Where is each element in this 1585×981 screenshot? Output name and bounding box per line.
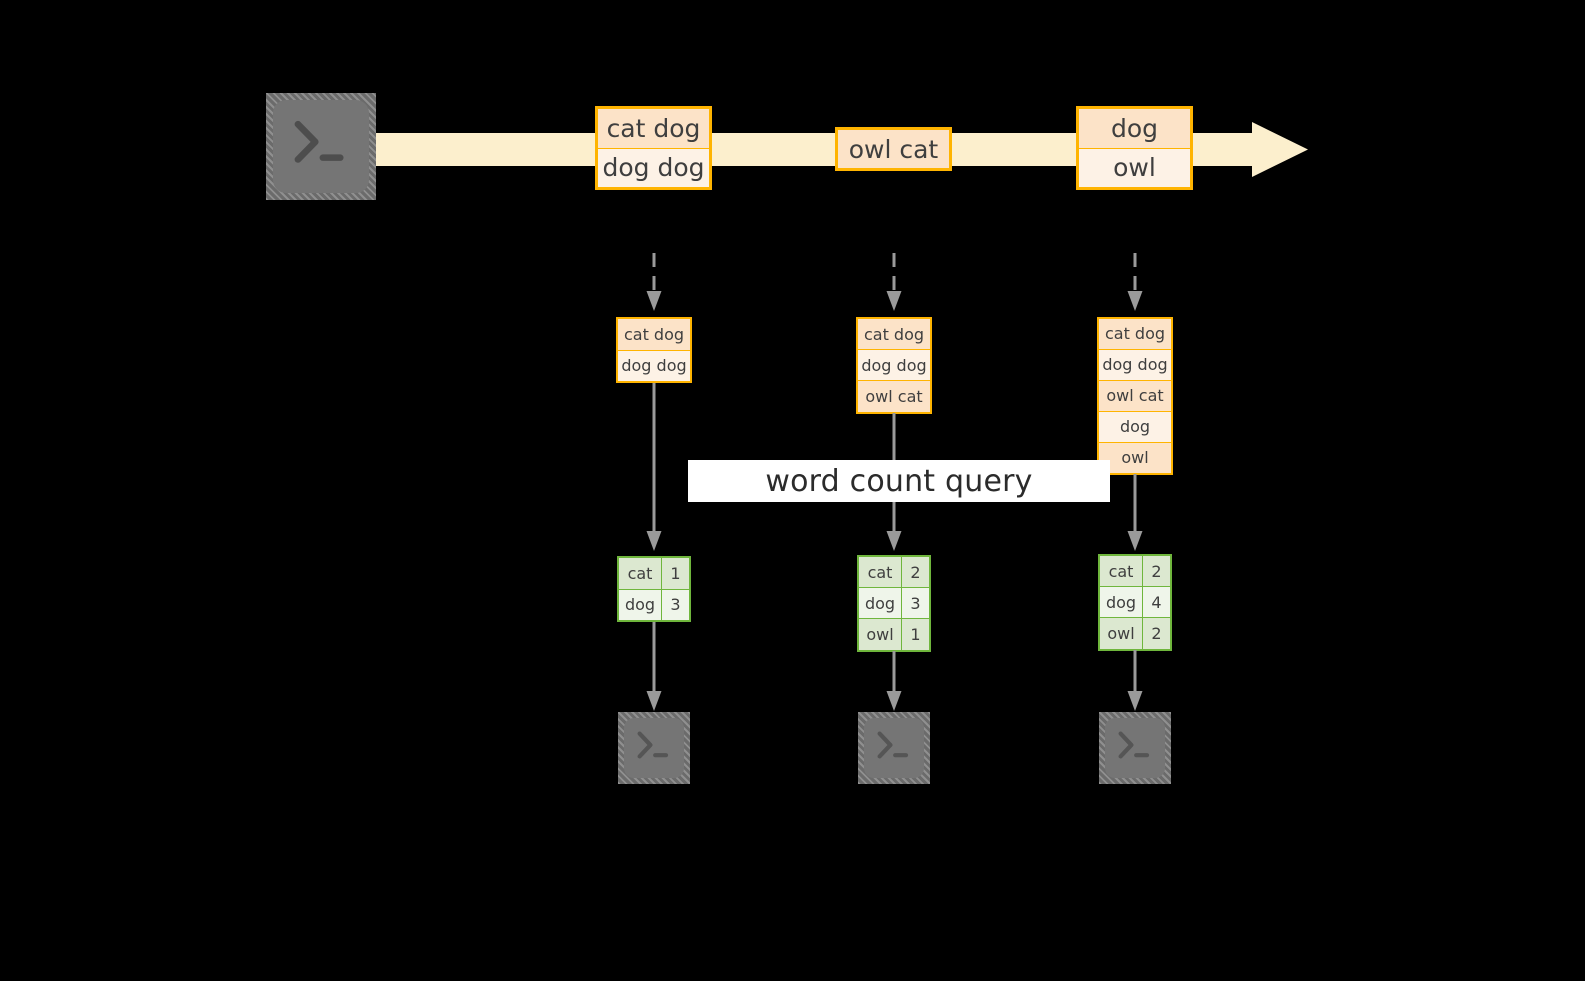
terminal-prompt-glyph [273, 100, 369, 193]
sink-arrow-3 [1125, 650, 1145, 715]
result-row: cat 2 [859, 557, 929, 589]
result-row: dog 4 [1100, 587, 1170, 619]
result-word: owl [1100, 618, 1143, 649]
input-row: dog dog [858, 350, 930, 382]
result-row: cat 1 [619, 558, 689, 590]
input-row: cat dog [618, 319, 690, 351]
stream-batch-2: owl cat [835, 127, 952, 171]
query-label: word count query [765, 463, 1033, 499]
input-table-2: cat dog dog dog owl cat [856, 317, 932, 414]
trigger-arrow-1 [644, 253, 664, 315]
sink-arrow-1 [644, 622, 664, 715]
terminal-prompt-glyph [1105, 718, 1165, 778]
result-word: dog [859, 588, 902, 619]
result-word: dog [619, 589, 662, 620]
input-table-3: cat dog dog dog owl cat dog owl [1097, 317, 1173, 475]
result-count: 2 [902, 557, 929, 588]
result-table-3: cat 2 dog 4 owl 2 [1098, 554, 1172, 651]
stream-batch-1: cat dog dog dog [595, 106, 712, 190]
stream-record: cat dog [598, 109, 709, 149]
stream-record: dog [1079, 109, 1190, 149]
terminal-body [624, 718, 684, 778]
sink-terminal-icon-3 [1099, 712, 1171, 784]
result-count: 2 [1143, 556, 1170, 587]
terminal-body [273, 100, 369, 193]
result-count: 1 [662, 558, 689, 589]
query-banner: word count query [688, 460, 1110, 502]
input-row: cat dog [858, 319, 930, 351]
stream-batch-3: dog owl [1076, 106, 1193, 190]
input-row: cat dog [1099, 319, 1171, 350]
result-row: owl 2 [1100, 618, 1170, 649]
query-arrow-1 [644, 383, 664, 555]
terminal-prompt-glyph [864, 718, 924, 778]
trigger-arrow-3 [1125, 253, 1145, 315]
result-row: cat 2 [1100, 556, 1170, 588]
result-table-1: cat 1 dog 3 [617, 556, 691, 622]
source-terminal-icon [266, 93, 376, 200]
sink-terminal-icon-2 [858, 712, 930, 784]
input-row: owl cat [858, 381, 930, 412]
result-row: owl 1 [859, 619, 929, 650]
query-arrow-3 [1125, 474, 1145, 555]
result-word: cat [619, 558, 662, 589]
stream-record: dog dog [598, 148, 709, 187]
trigger-arrow-2 [884, 253, 904, 315]
input-row: dog dog [618, 350, 690, 381]
terminal-body [1105, 718, 1165, 778]
input-row: owl cat [1099, 380, 1171, 412]
sink-arrow-2 [884, 651, 904, 715]
result-count: 3 [902, 588, 929, 619]
input-table-1: cat dog dog dog [616, 317, 692, 383]
result-count: 4 [1143, 587, 1170, 618]
sink-terminal-icon-1 [618, 712, 690, 784]
input-row: dog [1099, 411, 1171, 443]
result-word: owl [859, 619, 902, 650]
result-count: 3 [662, 589, 689, 620]
input-row: owl [1099, 442, 1171, 473]
input-row: dog dog [1099, 349, 1171, 381]
result-word: cat [1100, 556, 1143, 587]
result-row: dog 3 [859, 588, 929, 620]
result-count: 1 [902, 619, 929, 650]
result-word: cat [859, 557, 902, 588]
result-table-2: cat 2 dog 3 owl 1 [857, 555, 931, 652]
result-row: dog 3 [619, 589, 689, 620]
terminal-prompt-glyph [624, 718, 684, 778]
result-word: dog [1100, 587, 1143, 618]
stream-record: owl [1079, 148, 1190, 187]
stream-record: owl cat [838, 130, 949, 168]
terminal-body [864, 718, 924, 778]
result-count: 2 [1143, 618, 1170, 649]
